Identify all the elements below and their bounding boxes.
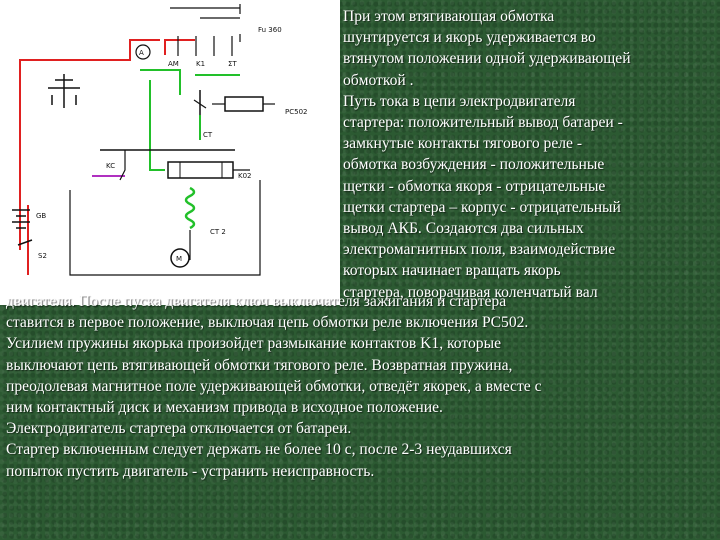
k1-label: K1: [196, 60, 205, 68]
relay-label: PC502: [285, 108, 307, 116]
starter-circuit-diagram: A Fu 360 AM K1 ΣT: [0, 0, 340, 305]
green-circuit-wires: [140, 69, 240, 171]
s2-label: S2: [38, 252, 47, 260]
ammeter-label: A: [139, 49, 144, 57]
am-label: AM: [168, 60, 179, 68]
battery-symbol: [12, 209, 33, 246]
k2-label: ΣT: [228, 60, 237, 68]
circuit-schematic: A Fu 360 AM K1 ΣT: [12, 4, 307, 276]
motor-label: M: [176, 255, 182, 263]
right-paragraph: При этом втягивающая обмотка шунтируется…: [343, 8, 631, 301]
gb-label: GB: [36, 212, 46, 220]
kc-label: KC: [106, 162, 115, 170]
fuse-label: Fu 360: [258, 26, 282, 34]
return-wires: [69, 150, 261, 276]
ammeter-symbol: A: [135, 44, 151, 60]
k02-label: K02: [238, 172, 252, 180]
bottom-paragraph: двигателя. После пуска двигателя ключ вы…: [6, 293, 542, 480]
ct2-label: CT 2: [210, 228, 226, 236]
traction-relay: CT KC K02: [100, 131, 252, 180]
ct-label: CT: [203, 131, 213, 139]
starter-motor-symbol: M: [170, 248, 190, 268]
field-winding: [184, 186, 196, 230]
red-circuit-wires: [19, 39, 195, 275]
ignition-switch-symbol: [48, 74, 80, 108]
top-contacts: [170, 4, 241, 56]
relay-pc502: PC502: [193, 90, 307, 116]
